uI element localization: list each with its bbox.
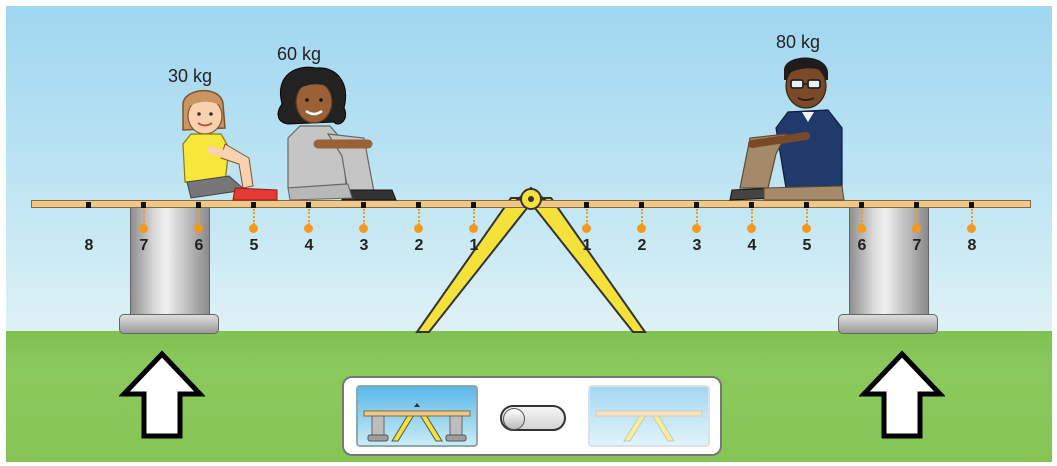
marker-line (971, 209, 973, 225)
marker-line (143, 209, 145, 225)
woman-figure[interactable] (268, 64, 400, 202)
seesaw-scene: 8 7 6 5 4 3 2 1 1 2 3 4 5 6 7 8 30 kg (6, 6, 1052, 462)
position-marker[interactable] (802, 224, 811, 233)
tick-mark (141, 202, 146, 208)
up-arrow-icon[interactable] (119, 349, 205, 441)
tick-mark (969, 202, 974, 208)
supports-toggle-switch[interactable] (500, 405, 566, 431)
tick-mark (416, 202, 421, 208)
tick-mark (306, 202, 311, 208)
position-number-right-8: 8 (962, 237, 982, 255)
position-number-left-2: 2 (409, 237, 429, 255)
marker-line (861, 209, 863, 225)
marker-line (641, 209, 643, 225)
toggle-switch-icon (503, 408, 525, 430)
position-number-left-8: 8 (79, 237, 99, 255)
position-number-left-7: 7 (134, 237, 154, 255)
girl-figure[interactable] (171, 86, 281, 201)
left-support-base (119, 314, 219, 334)
position-marker[interactable] (637, 224, 646, 233)
woman-weight-label: 60 kg (277, 44, 321, 65)
position-number-right-5: 5 (797, 237, 817, 255)
position-marker[interactable] (692, 224, 701, 233)
position-marker[interactable] (139, 224, 148, 233)
girl-weight-label: 30 kg (168, 66, 212, 87)
man-figure[interactable] (724, 50, 859, 202)
position-marker[interactable] (747, 224, 756, 233)
tick-mark (251, 202, 256, 208)
marker-line (696, 209, 698, 225)
position-number-left-3: 3 (354, 237, 374, 255)
position-number-left-4: 4 (299, 237, 319, 255)
position-marker[interactable] (304, 224, 313, 233)
tick-mark (859, 202, 864, 208)
marker-line (418, 209, 420, 225)
position-marker[interactable] (249, 224, 258, 233)
position-number-left-5: 5 (244, 237, 264, 255)
position-number-right-3: 3 (687, 237, 707, 255)
marker-line (806, 209, 808, 225)
marker-line (198, 209, 200, 225)
tick-mark (914, 202, 919, 208)
position-number-left-6: 6 (189, 237, 209, 255)
seesaw-with-supports-icon (358, 387, 476, 445)
marker-line (363, 209, 365, 225)
supports-on-button[interactable] (356, 385, 478, 447)
position-marker[interactable] (582, 224, 591, 233)
position-number-right-6: 6 (852, 237, 872, 255)
tick-mark (471, 202, 476, 208)
position-number-right-7: 7 (907, 237, 927, 255)
position-marker[interactable] (912, 224, 921, 233)
position-number-right-4: 4 (742, 237, 762, 255)
position-marker[interactable] (194, 224, 203, 233)
supports-off-button[interactable] (588, 385, 710, 447)
tick-mark (196, 202, 201, 208)
tick-mark (86, 202, 91, 208)
position-marker[interactable] (359, 224, 368, 233)
marker-line (308, 209, 310, 225)
tick-mark (694, 202, 699, 208)
marker-line (916, 209, 918, 225)
tick-mark (639, 202, 644, 208)
marker-line (751, 209, 753, 225)
marker-line (253, 209, 255, 225)
position-marker[interactable] (469, 224, 478, 233)
tick-mark (804, 202, 809, 208)
position-marker[interactable] (967, 224, 976, 233)
position-marker[interactable] (857, 224, 866, 233)
right-support-base (838, 314, 938, 334)
position-number-left-1: 1 (464, 237, 484, 255)
seesaw-without-supports-icon (590, 387, 708, 445)
supports-toggle-panel (342, 376, 722, 456)
marker-line (586, 209, 588, 225)
position-marker[interactable] (414, 224, 423, 233)
position-number-right-2: 2 (632, 237, 652, 255)
pivot-icon (520, 188, 542, 210)
tick-mark (749, 202, 754, 208)
position-number-right-1: 1 (577, 237, 597, 255)
tick-mark (584, 202, 589, 208)
marker-line (473, 209, 475, 225)
up-arrow-icon[interactable] (859, 349, 945, 441)
tick-mark (361, 202, 366, 208)
